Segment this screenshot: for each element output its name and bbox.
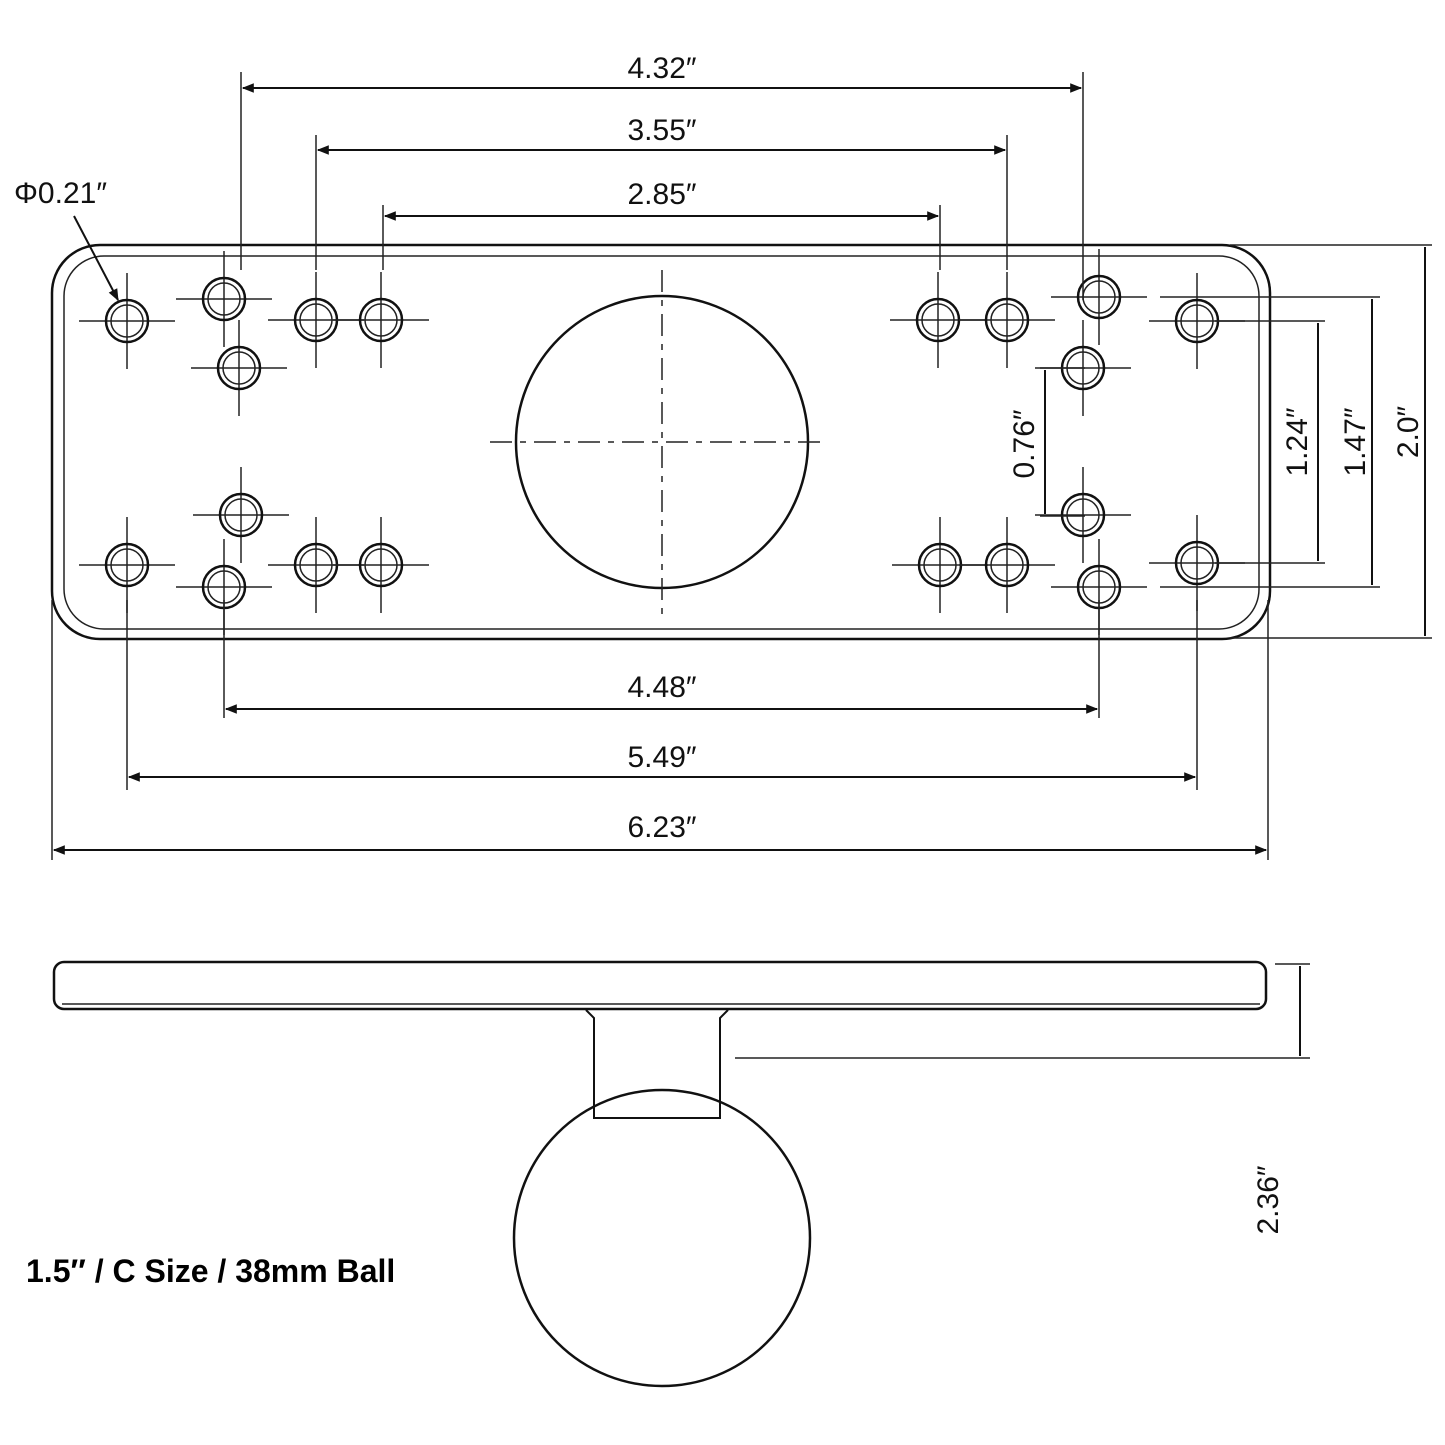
mounting-holes <box>79 249 1245 635</box>
dim-label-4-48: 4.48″ <box>627 671 696 704</box>
hole-diameter-label: Φ0.21″ <box>14 177 107 210</box>
mounting-hole <box>176 251 272 347</box>
dim-label-5-49: 5.49″ <box>627 741 696 774</box>
mounting-hole <box>959 272 1055 368</box>
dim-label-2-36: 2.36″ <box>1252 1165 1285 1234</box>
mounting-hole <box>959 517 1055 613</box>
dim-label-3-55: 3.55″ <box>627 114 696 147</box>
ball-size-caption: 1.5″ / C Size / 38mm Ball <box>26 1253 395 1289</box>
side-view: 2.36″ 1.5″ / C Size / 38mm Ball <box>26 960 1310 1388</box>
ball-stem <box>585 1009 729 1119</box>
dim-label-1-47: 1.47″ <box>1339 407 1372 476</box>
mounting-hole <box>193 467 289 563</box>
mounting-hole <box>1035 467 1131 563</box>
mounting-hole <box>1051 249 1147 345</box>
mounting-hole <box>79 273 175 369</box>
mounting-hole <box>79 517 175 613</box>
hole-diameter-leader <box>73 215 119 302</box>
mounting-hole <box>333 272 429 368</box>
top-view: 4.32″ 3.55″ 2.85″ Φ0.21″ 4.48″ 5.49″ 6.2… <box>14 52 1432 860</box>
mounting-hole <box>191 320 287 416</box>
dim-label-2-85: 2.85″ <box>627 178 696 211</box>
dim-label-0-76: 0.76″ <box>1008 409 1041 478</box>
mounting-hole <box>333 517 429 613</box>
dim-label-2-0: 2.0″ <box>1392 405 1425 458</box>
dim-label-4-32: 4.32″ <box>627 52 696 85</box>
dim-label-6-23: 6.23″ <box>627 811 696 844</box>
dim-label-1-24: 1.24″ <box>1281 407 1314 476</box>
side-plate <box>52 960 1268 1011</box>
plate-outline <box>50 243 1272 641</box>
plate-inner-edge <box>63 255 1260 630</box>
ball <box>512 1088 812 1388</box>
